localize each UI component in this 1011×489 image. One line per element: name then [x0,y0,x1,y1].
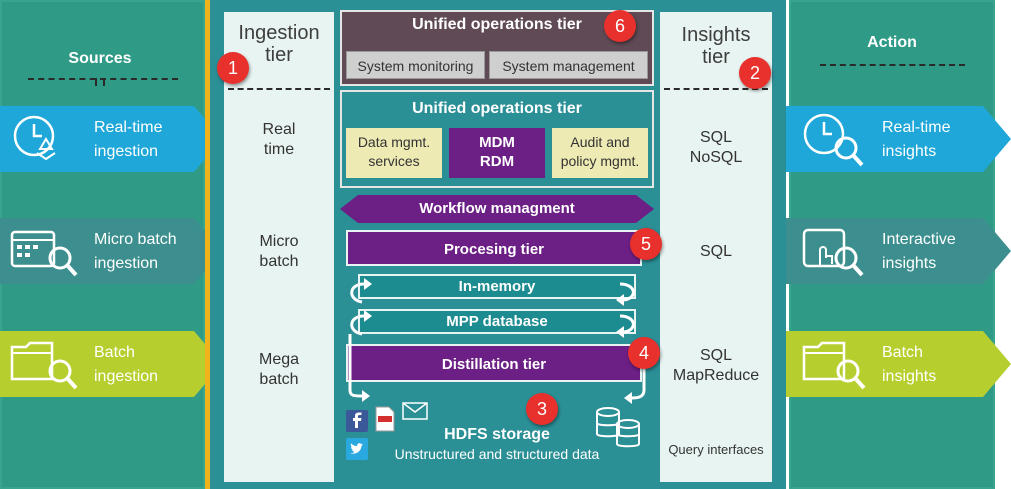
ingestion-divider [228,88,330,90]
action-divider [820,64,965,66]
sources-divider-tick [95,78,105,86]
flow-arrows [348,278,646,404]
distillation-tier-bar: Distillation tier [346,344,642,382]
facebook-icon [346,410,368,437]
database-icon [594,404,642,455]
marker-6: 6 [604,10,636,42]
clock-recycle-icon [10,110,68,173]
processing-tier-bar: Procesing tier [346,230,642,266]
mail-icon [402,402,428,425]
action-title: Action [867,34,917,51]
chevron-micro-batch-ingestion [0,218,222,284]
workflow-management-bar: Workflow managment [340,195,654,223]
insights-divider [664,88,768,90]
hdfs-storage-title: HDFS storage [444,426,550,443]
accent-stripe [205,0,211,489]
clock-magnifier-icon [800,110,870,173]
data-mgmt-services-box: Data mgmt.services [346,128,442,178]
marker-4: 4 [628,337,660,369]
marker-1: 1 [217,52,249,84]
system-monitoring-button[interactable]: System monitoring [346,51,485,79]
mpp-database-layer: MPP database [358,309,636,334]
query-interfaces-label: Query interfaces [668,442,764,457]
folder-magnifier-icon [8,335,82,398]
folder-magnifier-icon-action [800,335,870,398]
top-panel-title: Unified operations tier [412,16,582,33]
marker-5: 5 [630,228,662,260]
hdfs-storage-subtitle: Unstructured and structured data [394,446,600,462]
chevron-real-time-insights [786,106,1011,172]
marker-2: 2 [739,57,771,89]
in-memory-layer: In-memory [358,274,636,299]
insights-sql: SQL [699,243,732,260]
marker-3: 3 [526,393,558,425]
twitter-icon [346,438,368,465]
mid-panel-title: Unified operations tier [412,100,582,117]
touch-magnifier-icon [800,222,870,285]
calendar-magnifier-icon [8,222,82,285]
system-management-button[interactable]: System management [489,51,648,79]
sources-title: Sources [68,50,132,67]
pdf-icon [374,406,396,437]
